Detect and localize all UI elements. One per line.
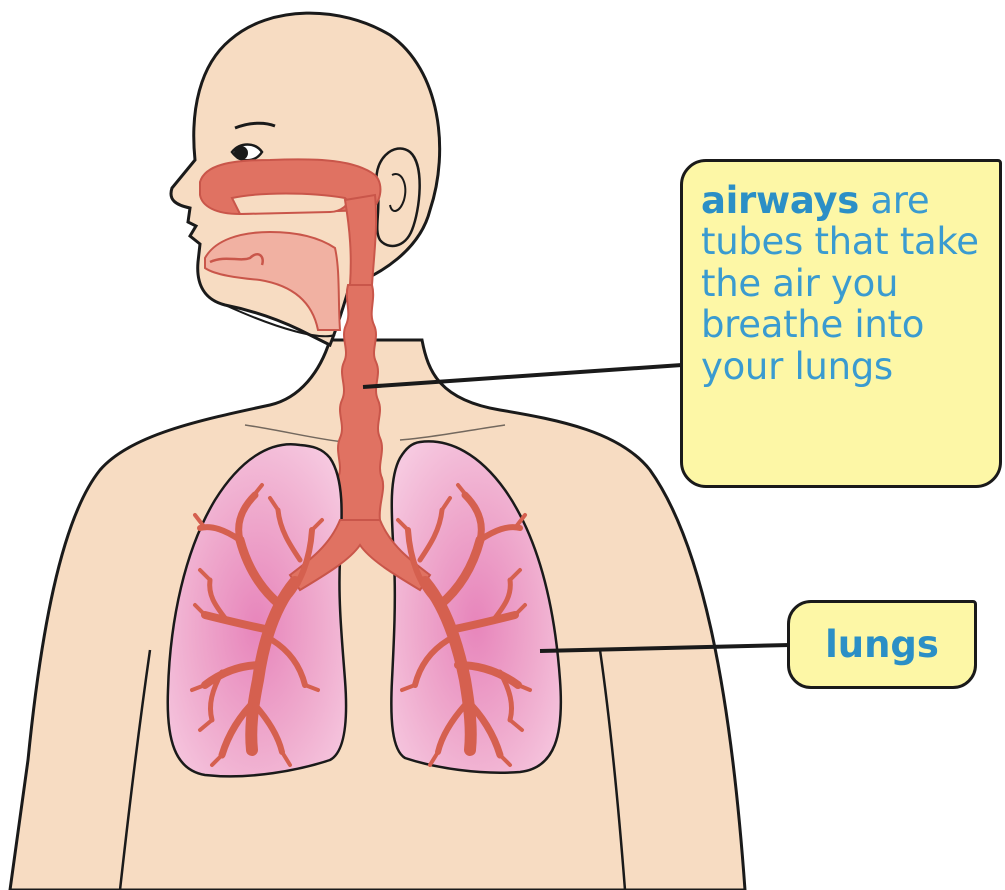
trachea — [337, 285, 383, 520]
pupil — [234, 146, 248, 160]
airways-callout: airways are tubes that take the air you … — [680, 159, 1002, 488]
lungs-callout: lungs — [787, 600, 977, 689]
lungs-term: lungs — [825, 624, 939, 665]
airways-term: airways — [701, 179, 859, 222]
pharynx — [345, 195, 376, 285]
palate — [232, 194, 347, 215]
